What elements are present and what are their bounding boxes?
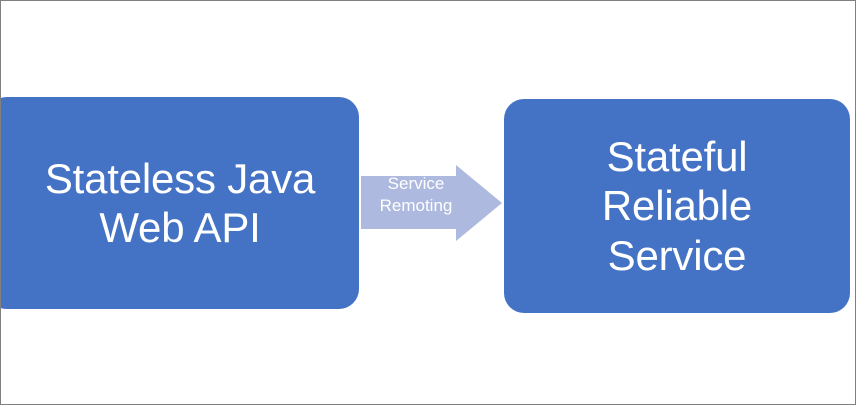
- node-stateless-java-web-api[interactable]: Stateless Java Web API: [1, 97, 359, 309]
- connector-service-remoting[interactable]: Service Remoting: [361, 163, 504, 243]
- node-stateful-reliable-service[interactable]: Stateful Reliable Service: [504, 99, 850, 313]
- block-arrow-icon: [361, 165, 502, 241]
